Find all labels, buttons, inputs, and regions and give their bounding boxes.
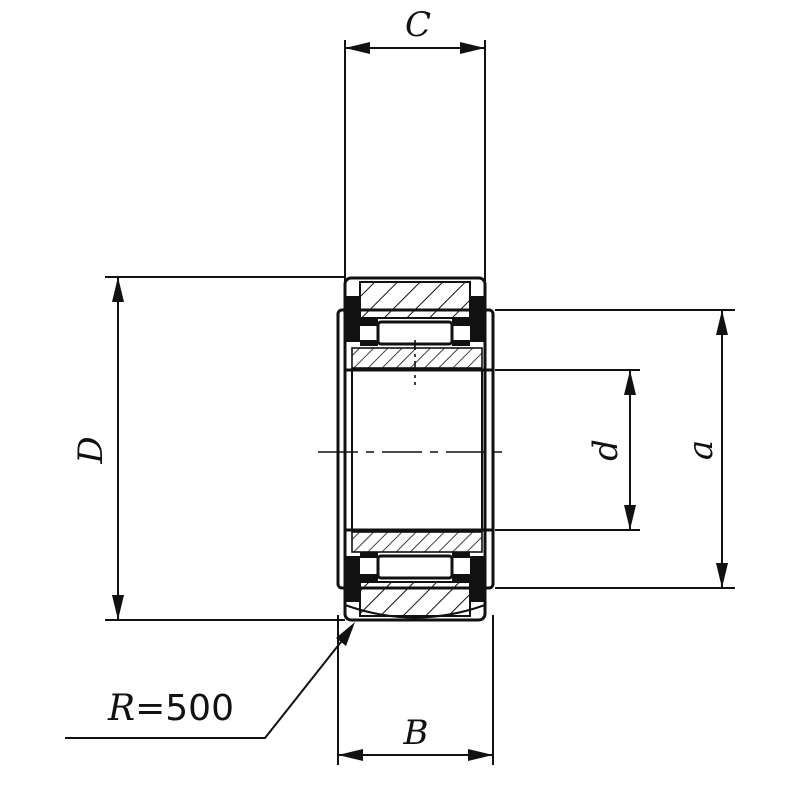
outer-ring-bottom [346,531,484,617]
arrowhead [338,749,363,761]
arrowhead [624,370,636,395]
radius-callout: R=500 [65,622,355,739]
arrowhead [345,42,370,54]
label-D: D [71,436,111,464]
label-c: C [405,5,431,45]
outer-ring-contour [343,276,487,622]
seal-right [470,556,484,602]
seal-left [346,296,360,342]
label-a: a [681,440,721,460]
leader-line [65,627,353,739]
arrowhead [112,277,124,302]
arrowhead [460,42,485,54]
radius-label: R=500 [107,688,234,729]
arrowhead [624,505,636,530]
seal-right [470,296,484,342]
dimension-d-outer: D [71,276,345,621]
arrowhead [112,595,124,620]
dimension-c: C [344,5,486,282]
seal-left [346,556,360,602]
dimension-d-inner: d [495,369,640,531]
needle-roller [376,554,454,580]
outer-ring-top [346,281,484,385]
arrowhead [336,622,355,646]
bearing-section [336,276,495,622]
dimension-b: B [337,615,494,765]
arrowhead [468,749,493,761]
arrowhead [716,310,728,335]
arrowhead [716,563,728,588]
crowned-surface [344,604,486,619]
label-d: d [586,439,626,461]
label-b: B [403,713,429,753]
dimension-a: a [495,309,735,589]
